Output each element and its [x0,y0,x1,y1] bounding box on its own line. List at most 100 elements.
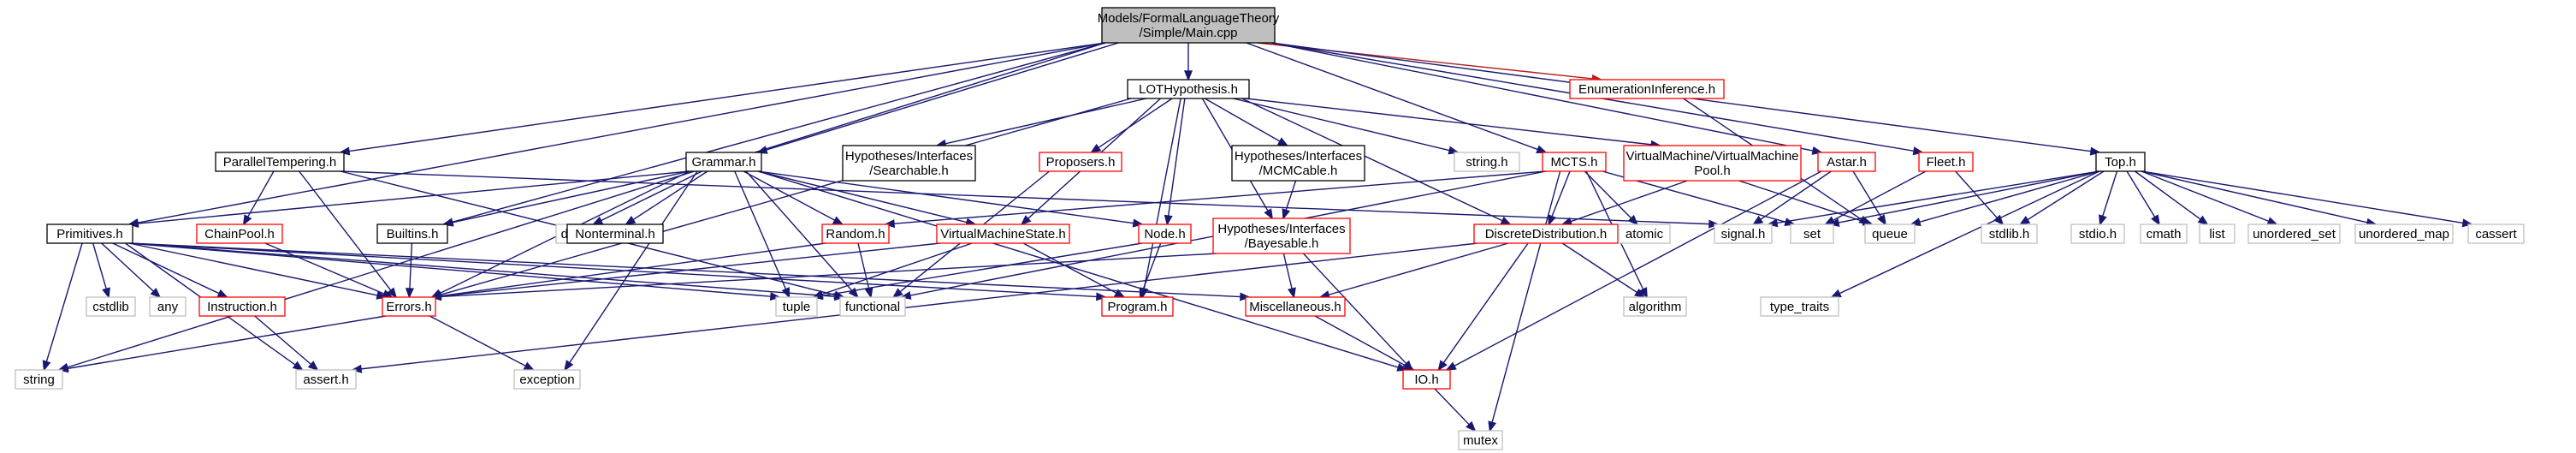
node-label: Program.h [1107,300,1167,314]
nodes-layer: Models/FormalLanguageTheory/Simple/Main.… [15,7,2525,450]
node-box [215,152,345,172]
node-program[interactable]: Program.h [1101,296,1174,317]
node-errors[interactable]: Errors.h [382,296,436,317]
node-proposers[interactable]: Proposers.h [1039,152,1122,172]
node-lothyp[interactable]: LOTHypothesis.h [1127,79,1250,99]
node-box [1817,152,1876,172]
node-box [1569,79,1725,99]
edge-arrowhead [1488,420,1497,432]
node-atomic: atomic [1618,224,1671,244]
edge-arrowhead [351,364,363,373]
node-discdist[interactable]: DiscreteDistribution.h [1473,224,1619,244]
node-main[interactable]: Models/FormalLanguageTheory/Simple/Main.… [1098,7,1280,44]
edge-arrowhead [1139,287,1148,299]
node-stdioh: stdio.h [2070,224,2125,244]
node-box [1623,145,1802,182]
node-box [1714,224,1773,244]
node-label: type_traits [1770,300,1829,314]
node-label: ChainPool.h [204,227,275,241]
edge-astar-to-queue [1852,170,1886,226]
node-bayesable[interactable]: Hypotheses/Interfaces/Bayesable.h [1212,218,1351,254]
edge-mcmcable-to-bayesable [1282,180,1297,220]
node-label: Models/FormalLanguageTheory [1098,11,1280,26]
node-top[interactable]: Top.h [2095,152,2146,172]
edge-line [821,242,1143,297]
node-builtins[interactable]: Builtins.h [376,224,448,244]
node-nonterminal[interactable]: Nonterminal.h [566,224,664,244]
edge-mcts-to-discdist [1548,170,1571,226]
edge-arrowhead [1634,288,1646,299]
node-label: Proposers.h [1046,155,1116,170]
node-box [821,224,890,244]
edges-layer [42,42,2473,432]
node-label: cmath [2147,227,2182,241]
node-label: queue [1872,227,1908,241]
node-box [1542,152,1607,172]
node-box [2095,152,2146,172]
node-box [775,296,818,317]
edge-ioh-to-mutex [1434,388,1477,432]
node-label: ParallelTempering.h [223,155,337,170]
node-mcmcable[interactable]: Hypotheses/Interfaces/MCMCable.h [1231,145,1365,182]
node-random[interactable]: Random.h [821,224,890,244]
edge-node-to-program [1139,242,1162,299]
node-label: Hypotheses/Interfaces [1217,222,1345,236]
edge-line [766,42,1119,151]
node-signalh: signal.h [1714,224,1773,244]
edge-line [299,170,392,291]
node-ioh[interactable]: IO.h [1402,369,1451,390]
node-box [2354,224,2454,244]
edge-arrowhead [1708,219,1720,229]
edge-line [1022,242,1117,294]
node-label: EnumerationInference.h [1578,82,1715,97]
edge-line [1233,98,1450,152]
edge-line [734,170,787,290]
node-label: exception [519,373,574,387]
node-vmstate[interactable]: VirtualMachineState.h [936,224,1070,244]
node-fleet[interactable]: Fleet.h [1918,152,1974,172]
edge-line [745,170,853,291]
node-mcts[interactable]: MCTS.h [1542,152,1607,172]
node-box [2247,224,2341,244]
node-grammar[interactable]: Grammar.h [685,152,762,172]
node-misc[interactable]: Miscellaneous.h [1245,296,1346,317]
edge-top-to-stdioh [2099,170,2118,226]
edge-top-to-stdlibh [2018,170,2105,226]
edge-arrowhead [2197,215,2209,226]
edge-line [857,242,870,289]
edge-arrowhead [1282,208,1291,220]
edge-line [128,242,772,297]
node-uset: unordered_set [2247,224,2341,244]
node-box [842,145,976,182]
node-box [1623,296,1687,317]
edge-line [1561,242,1637,294]
node-cassert: cassert [2467,224,2525,244]
edge-line [45,242,83,362]
node-label: Hypotheses/Interfaces [845,149,973,164]
node-partemp[interactable]: ParallelTempering.h [215,152,345,172]
node-searchable[interactable]: Hypotheses/Interfaces/Searchable.h [842,145,976,182]
node-label: string [23,373,55,387]
edge-line [1584,170,1632,219]
node-chainpool[interactable]: ChainPool.h [196,224,283,244]
node-box [1101,296,1174,317]
node-primitives[interactable]: Primitives.h [46,224,133,244]
edge-builtins-to-errors [405,242,414,299]
node-label: tuple [783,300,811,314]
edge-main-to-mcts [1246,42,1548,154]
node-instruction[interactable]: Instruction.h [198,296,286,317]
node-box [382,296,436,317]
node-label: Errors.h [386,300,431,314]
edge-line [2126,170,2156,218]
edge-lothyp-to-proposers [1090,98,1173,154]
edge-arrowhead [1445,361,1457,371]
node-enuminf[interactable]: EnumerationInference.h [1569,79,1725,99]
edge-line [893,170,1547,224]
node-node[interactable]: Node.h [1138,224,1192,244]
edge-line [821,242,973,295]
edge-line [1442,242,1529,364]
node-astar[interactable]: Astar.h [1817,152,1876,172]
edge-arrowhead [430,292,441,301]
